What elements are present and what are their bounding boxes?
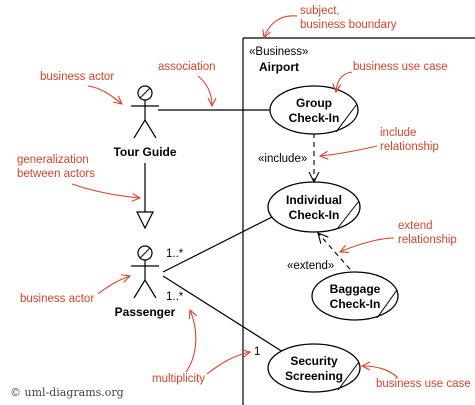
annotation-extend-relationship: extend relationship [340,220,457,252]
annotation-subject: subject, business boundary [264,5,397,38]
svg-text:extend: extend [398,220,433,232]
svg-text:subject,: subject, [300,5,340,17]
svg-text:business actor: business actor [40,71,114,83]
boundary-stereotype: «Business» [249,46,308,58]
use-case-baggage-checkin: Baggage Check-In [311,271,399,321]
association-line-security [162,275,284,353]
annotation-multiplicity: multiplicity [152,310,250,385]
use-case-label: Check-In [289,208,340,222]
svg-text:business actor: business actor [20,293,94,305]
use-case-label: Check-In [289,111,340,125]
annotation-generalization: generalization between actors [17,154,140,198]
svg-text:relationship: relationship [398,234,457,246]
annotation-business-use-case-bottom: business use case [362,366,471,390]
annotation-business-use-case-top: business use case [336,61,448,92]
svg-text:relationship: relationship [380,141,439,153]
multiplicity-label-lower: 1..* [166,291,184,303]
svg-text:multiplicity: multiplicity [152,373,205,385]
actor-tour-guide: Tour Guide [113,85,177,159]
use-case-individual-checkin: Individual Check-In [267,181,361,233]
generalization-arrowhead [136,211,154,230]
use-case-label: Check-In [330,297,381,311]
use-case-group-checkin: Group Check-In [269,85,359,135]
actor-name: Tour Guide [113,145,176,159]
use-case-label: Screening [285,369,343,383]
annotation-business-actor-top: business actor [40,71,122,104]
use-case-label: Security [290,354,338,368]
system-boundary: «Business» Airport [242,37,475,405]
stick-figure-icon [131,245,159,299]
include-label: «include» [258,153,307,165]
relationship-lines [136,109,357,353]
actor-passenger: Passenger [115,245,176,319]
multiplicity-label-upper: 1..* [166,248,184,260]
use-case-label: Individual [286,193,342,207]
svg-text:business use case: business use case [353,61,448,73]
annotation-include-relationship: include relationship [320,127,439,156]
use-case-label: Group [296,96,332,110]
use-case-label: Baggage [330,282,381,296]
svg-text:generalization: generalization [17,154,89,166]
association-line-individual [162,213,279,273]
stick-figure-icon [131,85,159,139]
annotation-business-actor-bottom: business actor [20,276,130,305]
annotation-association: association [158,61,216,106]
svg-text:include: include [380,127,416,139]
copyright-text: © uml-diagrams.org [10,386,124,399]
actor-name: Passenger [115,305,176,319]
svg-text:association: association [158,61,216,73]
boundary-name: Airport [259,60,299,74]
use-case-security-screening: Security Screening [267,343,361,393]
svg-text:business use case: business use case [376,378,471,390]
svg-text:between actors: between actors [17,168,95,180]
extend-label: «extend» [287,260,334,272]
multiplicity-label-one: 1 [254,346,260,358]
svg-text:business boundary: business boundary [300,19,397,31]
extend-arrow [318,233,357,277]
